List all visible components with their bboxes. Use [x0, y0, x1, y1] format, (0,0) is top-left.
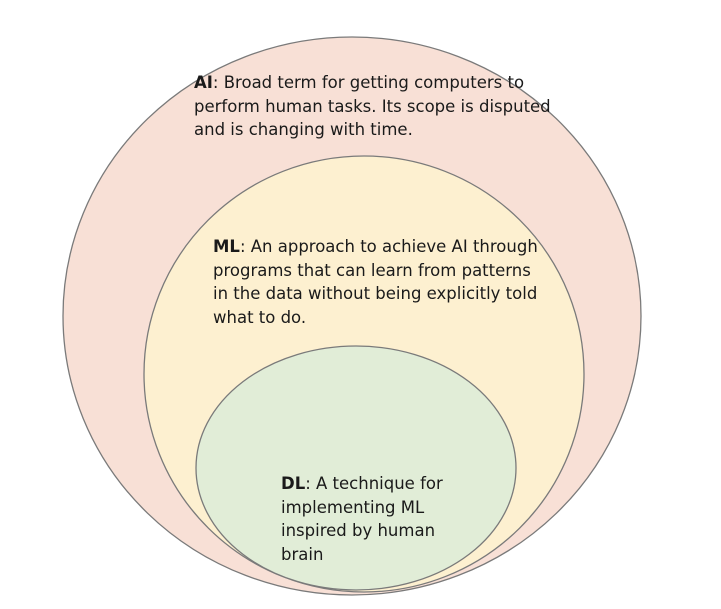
dl-term: DL [281, 474, 306, 493]
dl-separator: : [305, 474, 311, 493]
ai-description: Broad term for getting computers to perf… [194, 73, 551, 139]
ai-label: AI: Broad term for getting computers to … [194, 71, 554, 142]
ml-term: ML [213, 237, 240, 256]
ai-term: AI [194, 73, 213, 92]
dl-circle [195, 345, 517, 591]
dl-description: A technique for implementing ML inspired… [281, 474, 443, 564]
ml-separator: : [239, 237, 246, 256]
ai-separator: : [212, 73, 219, 92]
ml-description: An approach to achieve AI through progra… [213, 237, 538, 327]
dl-label: DL: A technique for implementing ML insp… [281, 472, 461, 566]
ml-label: ML: An approach to achieve AI through pr… [213, 235, 543, 329]
